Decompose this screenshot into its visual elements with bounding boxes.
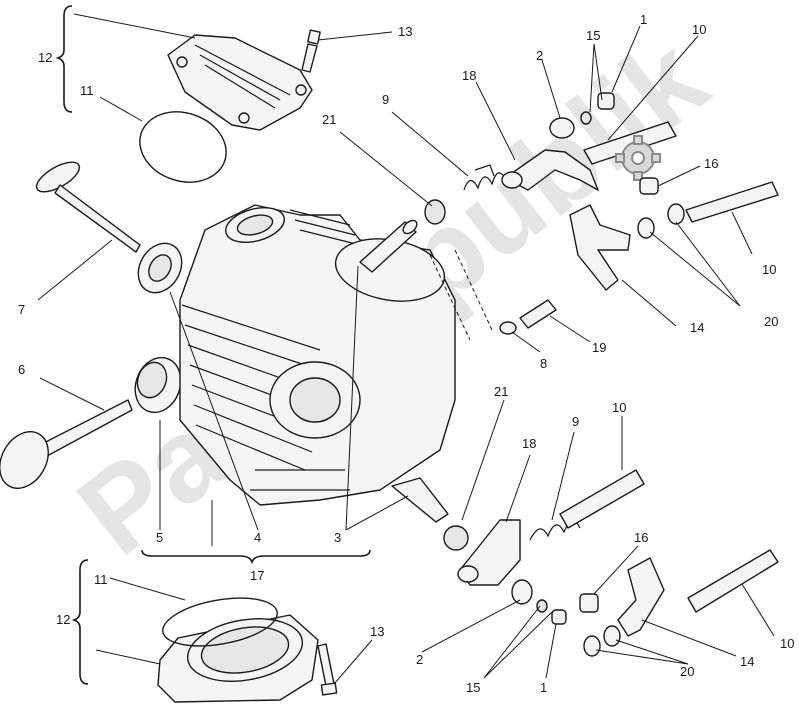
brace-12-bottom: [71, 559, 89, 685]
callout-17: 17: [250, 568, 264, 583]
shaft-10-bot: [559, 469, 645, 529]
callout-14-top: 14: [690, 320, 704, 335]
callout-20-top: 20: [764, 314, 778, 329]
callout-2-bot: 2: [416, 652, 423, 667]
callout-1-top: 1: [640, 12, 647, 27]
callout-14-bot: 14: [740, 654, 754, 669]
bolt-19: [499, 299, 557, 335]
shaft-10-bot2: [687, 549, 779, 613]
callout-11-bot: 11: [94, 572, 108, 587]
callout-8: 8: [540, 356, 547, 371]
tappet-lower: [391, 477, 469, 551]
tappet-upper: [359, 199, 446, 273]
callout-10-mid: 10: [762, 262, 776, 277]
leader-lines: [37, 13, 775, 685]
nut-16-bot: [579, 593, 599, 613]
pad-1-top: [597, 92, 615, 110]
callout-21-bot: 21: [494, 384, 508, 399]
callout-21-top: 21: [322, 112, 336, 127]
callout-4: 4: [254, 530, 261, 545]
callout-19: 19: [592, 340, 606, 355]
callout-9-bot: 9: [572, 414, 579, 429]
cap-2-bot: [511, 579, 533, 605]
clip-15-top: [580, 111, 592, 125]
clip-15-bot: [536, 599, 548, 613]
callout-9-top: 9: [382, 92, 389, 107]
callout-10-bot2: 10: [780, 636, 794, 651]
rocker-arm-lower: [457, 519, 521, 586]
brace-12-top: [55, 5, 73, 113]
cylinder-head: [179, 204, 456, 506]
callout-12-bot: 12: [56, 612, 70, 627]
callout-16-top: 16: [704, 156, 718, 171]
callout-11-top: 11: [80, 83, 94, 98]
callout-18-top: 18: [462, 68, 476, 83]
rocker-14-bot: [583, 557, 665, 657]
o-ring-bottom: [162, 597, 278, 647]
callout-13-bot: 13: [370, 624, 384, 639]
callout-20-bot: 20: [680, 664, 694, 679]
brace-17: [141, 549, 371, 565]
callout-labels: 12 11 13 15 1 10 2 18 9 21 16 10 20 14 1…: [18, 12, 794, 695]
cap-2-top: [549, 117, 575, 139]
valve-cover-bottom: [157, 614, 319, 703]
valve-guide-ring: [134, 356, 182, 414]
callout-16-bot: 16: [634, 530, 648, 545]
callout-7: 7: [18, 302, 25, 317]
callout-15-top: 15: [586, 28, 600, 43]
callout-18-bot: 18: [522, 436, 536, 451]
nut-16-top: [639, 177, 659, 195]
spring-upper: [463, 164, 507, 191]
valve-cover-top: [167, 34, 313, 131]
bolt-bottom: [317, 643, 338, 696]
callout-6: 6: [18, 362, 25, 377]
rocker-14-top: [569, 203, 685, 291]
rocker-arm-upper: [501, 149, 599, 191]
callout-13-top: 13: [398, 24, 412, 39]
callout-10-bot: 10: [612, 400, 626, 415]
bolt-top: [301, 29, 321, 73]
callout-12-top: 12: [38, 50, 52, 65]
callout-15-bot: 15: [466, 680, 480, 695]
callout-5: 5: [156, 530, 163, 545]
valve-7: [35, 161, 141, 253]
shaft-10-mid: [685, 181, 779, 223]
callout-3: 3: [334, 530, 341, 545]
callout-2-top: 2: [536, 48, 543, 63]
o-ring-top: [139, 111, 227, 183]
valve-6: [0, 399, 133, 489]
pad-1-bot: [551, 609, 567, 625]
callout-1-bot: 1: [540, 680, 547, 695]
callout-10-top: 10: [692, 22, 706, 37]
